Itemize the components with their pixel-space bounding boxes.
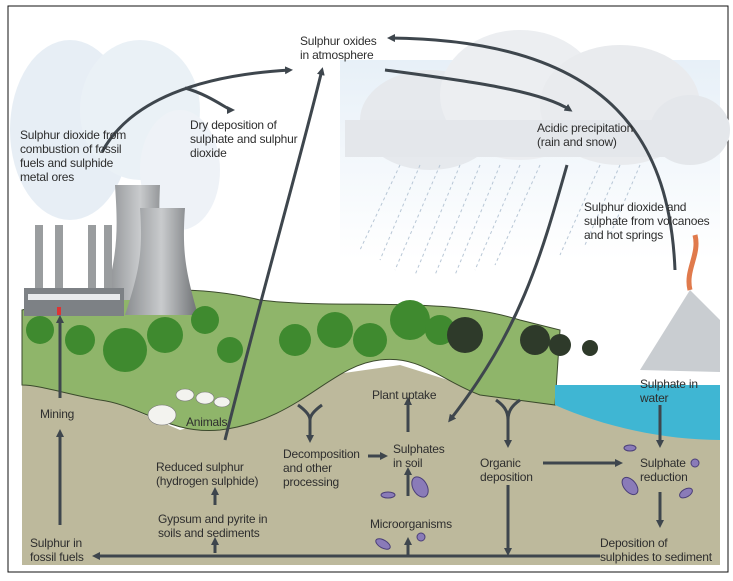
power-plant	[24, 185, 198, 316]
label-decomposition: Decomposition and other processing	[283, 447, 360, 489]
label-organic-deposition: Organic deposition	[480, 456, 533, 484]
label-gypsum-pyrite: Gypsum and pyrite in soils and sediments	[158, 512, 268, 540]
label-combustion: Sulphur dioxide from combustion of fossi…	[20, 128, 127, 184]
rain-cloud	[340, 30, 730, 276]
label-animals: Animals	[186, 415, 228, 429]
arrow-dry-deposition	[184, 86, 235, 114]
dark-trees	[447, 317, 598, 356]
label-fossil-fuels: Sulphur in fossil fuels	[30, 536, 84, 564]
water	[555, 385, 720, 440]
soil	[22, 310, 720, 565]
arrow-combustion-to-atmosphere	[100, 66, 293, 153]
label-volcanoes: Sulphur dioxide and sulphate from volcan…	[584, 200, 710, 242]
volcano	[640, 290, 720, 372]
sheep	[147, 388, 231, 426]
trees	[26, 300, 455, 372]
rain	[359, 164, 641, 276]
label-reduced-sulphur: Reduced sulphur (hydrogen sulphide)	[156, 460, 259, 488]
label-atmosphere: Sulphur oxides in atmosphere	[300, 34, 377, 62]
merge-marks	[297, 398, 521, 421]
flow-arrows	[56, 34, 677, 560]
label-sediment-deposition: Deposition of sulphides to sediment	[600, 536, 712, 564]
arrow-volcano-to-atmosphere	[387, 34, 677, 271]
arrow-to-precipitation	[384, 68, 573, 112]
label-dry-deposition: Dry deposition of sulphate and sulphur d…	[190, 118, 298, 160]
arrow-precipitation-to-soil	[448, 164, 569, 423]
arrow-reduced-sulphur-to-atmosphere	[223, 67, 325, 441]
volcano-plume	[686, 234, 699, 291]
label-mining: Mining	[40, 407, 75, 421]
label-microorganisms: Microorganisms	[370, 517, 452, 531]
label-acidic-precipitation: Acidic precipitation (rain and snow)	[537, 121, 634, 149]
label-sulphate-reduction: Sulphate reduction	[640, 456, 688, 484]
label-sulphate-in-water: Sulphate in water	[640, 377, 698, 405]
label-plant-uptake: Plant uptake	[372, 388, 437, 402]
label-sulphates-in-soil: Sulphates in soil	[393, 442, 445, 470]
microorganisms	[375, 444, 700, 550]
